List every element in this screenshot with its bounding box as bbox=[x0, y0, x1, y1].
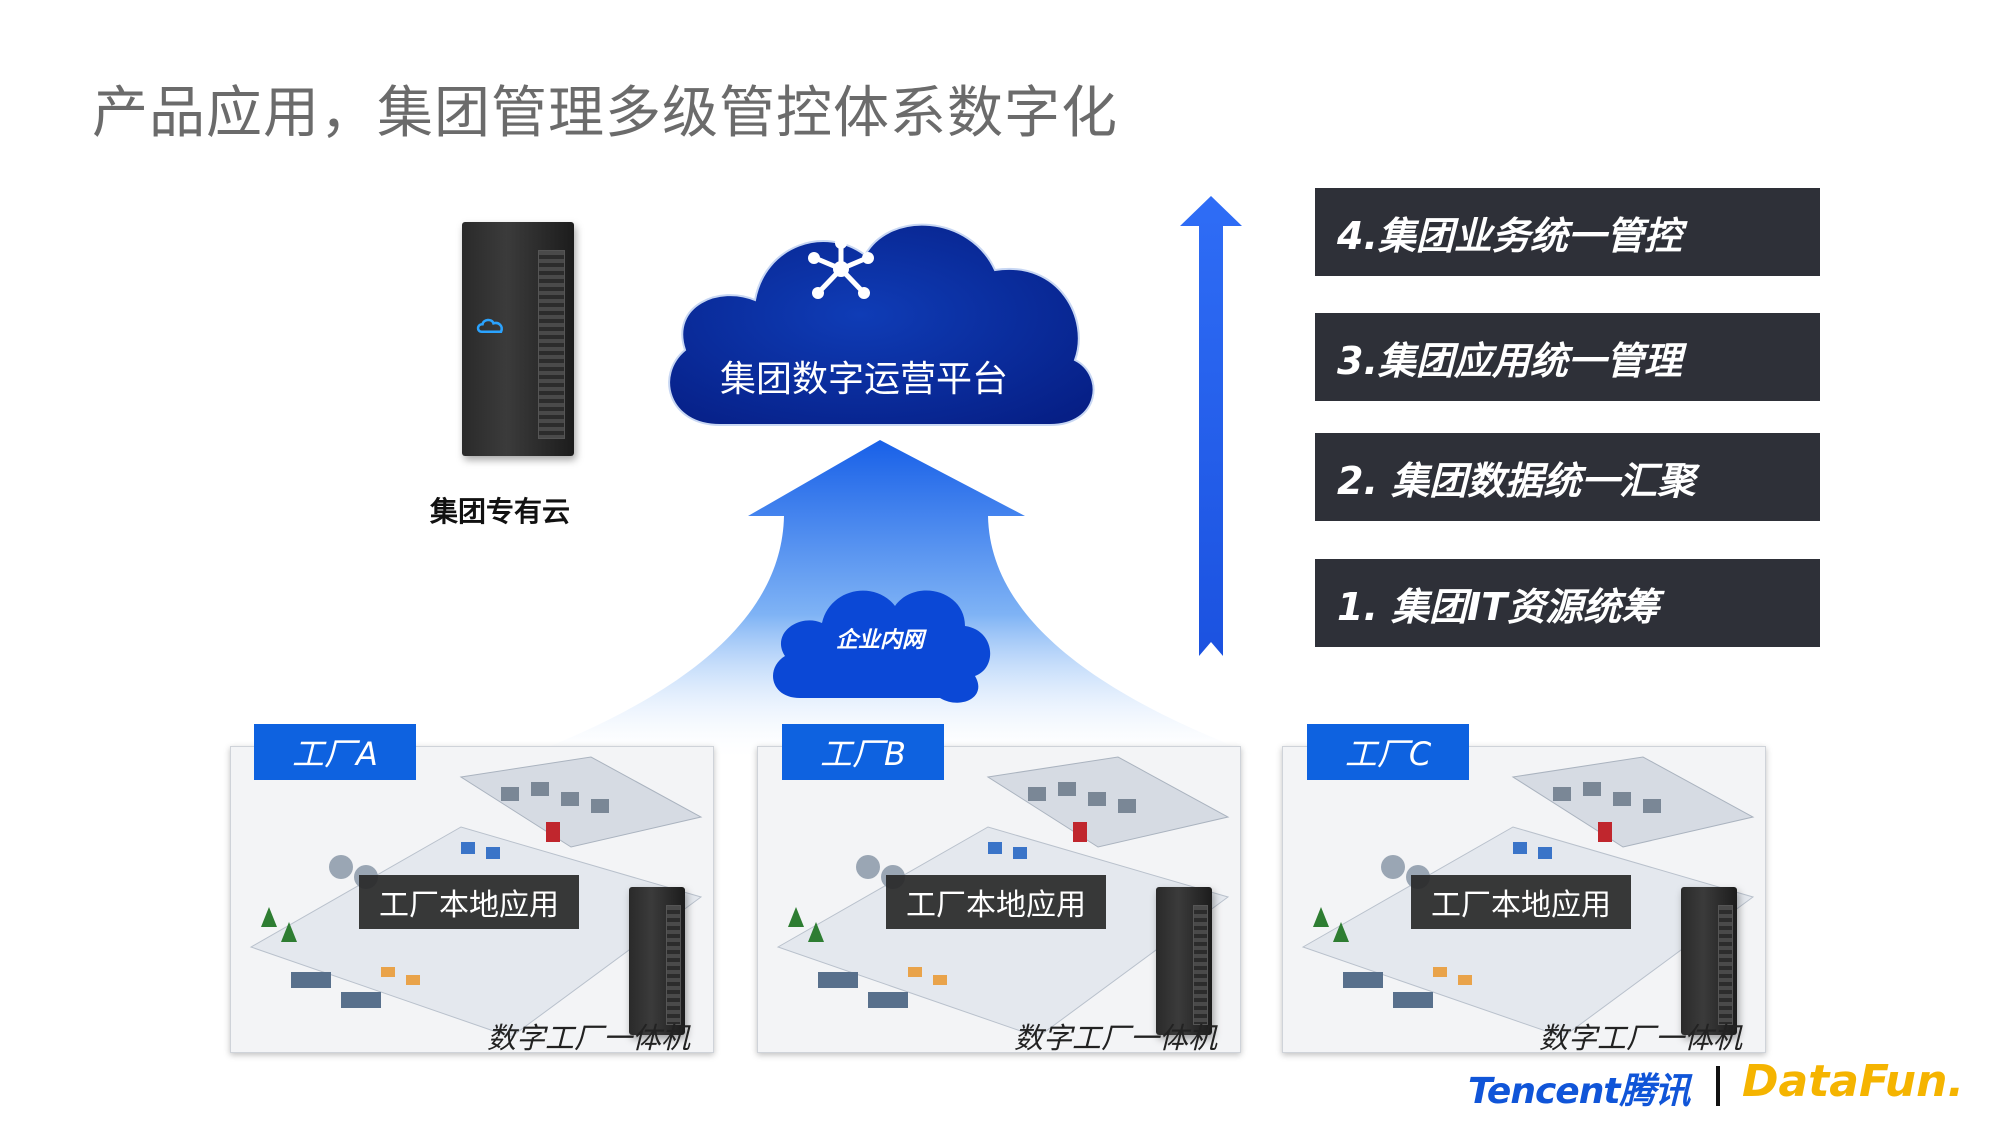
factory-floorplan-image bbox=[776, 756, 1230, 1038]
server-rack-icon bbox=[629, 887, 685, 1035]
factory-panel-c: 工厂本地应用 数字工厂一体机 bbox=[1282, 746, 1766, 1053]
local-app-overlay: 工厂本地应用 bbox=[1411, 875, 1631, 929]
step-2: 2. 集团数据统一汇聚 bbox=[1315, 433, 1820, 521]
upward-arrow-icon bbox=[1180, 196, 1242, 656]
server-rack-icon bbox=[1681, 887, 1737, 1035]
page-title: 产品应用，集团管理多级管控体系数字化 bbox=[92, 81, 1118, 146]
platform-label: 集团数字运营平台 bbox=[720, 359, 1009, 400]
server-rack-icon bbox=[1156, 887, 1212, 1035]
private-cloud-label: 集团专有云 bbox=[430, 495, 571, 528]
intranet-label: 企业内网 bbox=[835, 628, 924, 653]
datafun-logo: DataFun. bbox=[1742, 1056, 1965, 1107]
step-1: 1. 集团IT资源统筹 bbox=[1315, 559, 1820, 647]
factory-tab-b: 工厂B bbox=[782, 724, 944, 780]
factory-caption: 数字工厂一体机 bbox=[487, 1021, 691, 1053]
step-3: 3.集团应用统一管理 bbox=[1315, 313, 1820, 401]
factory-floorplan-image bbox=[1301, 756, 1755, 1038]
factory-panel-a: 工厂本地应用 数字工厂一体机 bbox=[230, 746, 714, 1053]
local-app-overlay: 工厂本地应用 bbox=[359, 875, 579, 929]
step-4: 4.集团业务统一管控 bbox=[1315, 188, 1820, 276]
factory-floorplan-image bbox=[249, 756, 703, 1038]
logo-divider bbox=[1716, 1066, 1720, 1106]
intranet-arrow bbox=[520, 440, 1265, 758]
factory-tab-c: 工厂C bbox=[1307, 724, 1469, 780]
tencent-logo: Tencent腾讯 bbox=[1468, 1071, 1691, 1112]
factory-panel-b: 工厂本地应用 数字工厂一体机 bbox=[757, 746, 1241, 1053]
factory-caption: 数字工厂一体机 bbox=[1014, 1021, 1218, 1053]
local-app-overlay: 工厂本地应用 bbox=[886, 875, 1106, 929]
server-rack-icon bbox=[462, 222, 574, 456]
intranet-cloud bbox=[773, 590, 991, 703]
network-hub-icon bbox=[808, 237, 874, 299]
platform-cloud bbox=[668, 223, 1095, 426]
factory-tab-a: 工厂A bbox=[254, 724, 416, 780]
factory-caption: 数字工厂一体机 bbox=[1539, 1021, 1743, 1053]
